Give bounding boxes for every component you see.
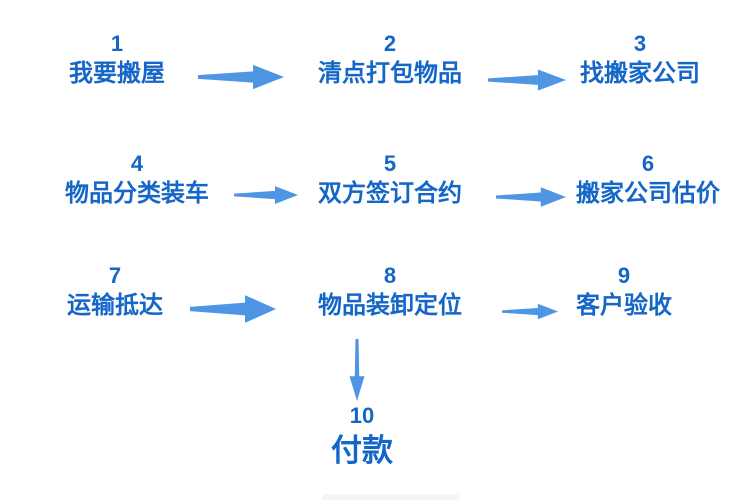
step-number: 3 bbox=[633, 31, 647, 56]
arrow-step8-to-step9-icon bbox=[502, 302, 558, 321]
step-4: 4 物品分类装车 bbox=[57, 150, 217, 210]
step-5: 5 双方签订合约 bbox=[310, 150, 470, 210]
step-number: 7 bbox=[108, 263, 122, 288]
step-number: 4 bbox=[130, 151, 144, 176]
step-label: 双方签订合约 bbox=[318, 180, 462, 207]
step-number: 2 bbox=[383, 31, 397, 56]
step-number: 10 bbox=[349, 403, 375, 428]
arrow-step2-to-step3-icon bbox=[488, 67, 566, 93]
step-6: 6 搬家公司估价 bbox=[568, 150, 728, 210]
arrow-step4-to-step5-icon bbox=[234, 184, 298, 206]
step-label: 找搬家公司 bbox=[580, 60, 700, 87]
step-label: 运输抵达 bbox=[67, 292, 163, 319]
step-label: 物品装卸定位 bbox=[318, 292, 462, 319]
step-number: 5 bbox=[383, 151, 397, 176]
step-label: 付款 bbox=[331, 433, 393, 468]
step-number: 1 bbox=[110, 31, 124, 56]
step-8: 8 物品装卸定位 bbox=[310, 262, 470, 322]
arrow-step5-to-step6-icon bbox=[496, 185, 566, 209]
step-number: 9 bbox=[617, 263, 631, 288]
step-number: 8 bbox=[383, 263, 397, 288]
arrow-step1-to-step2-icon bbox=[198, 62, 284, 92]
step-label: 我要搬屋 bbox=[69, 60, 165, 87]
step-label: 搬家公司估价 bbox=[576, 180, 720, 207]
step-label: 客户验收 bbox=[576, 292, 672, 319]
arrow-step7-to-step8-icon bbox=[190, 292, 276, 326]
cut-off-element bbox=[322, 494, 460, 500]
step-label: 物品分类装车 bbox=[65, 180, 209, 207]
step-7: 7 运输抵达 bbox=[35, 262, 195, 322]
step-number: 6 bbox=[641, 151, 655, 176]
step-label: 清点打包物品 bbox=[318, 60, 462, 87]
step-2: 2 清点打包物品 bbox=[310, 30, 470, 90]
arrow-step8-to-step10-icon bbox=[345, 339, 369, 401]
step-3: 3 找搬家公司 bbox=[560, 30, 720, 90]
step-10: 10 付款 bbox=[282, 402, 442, 472]
step-9: 9 客户验收 bbox=[544, 262, 704, 322]
step-1: 1 我要搬屋 bbox=[37, 30, 197, 90]
